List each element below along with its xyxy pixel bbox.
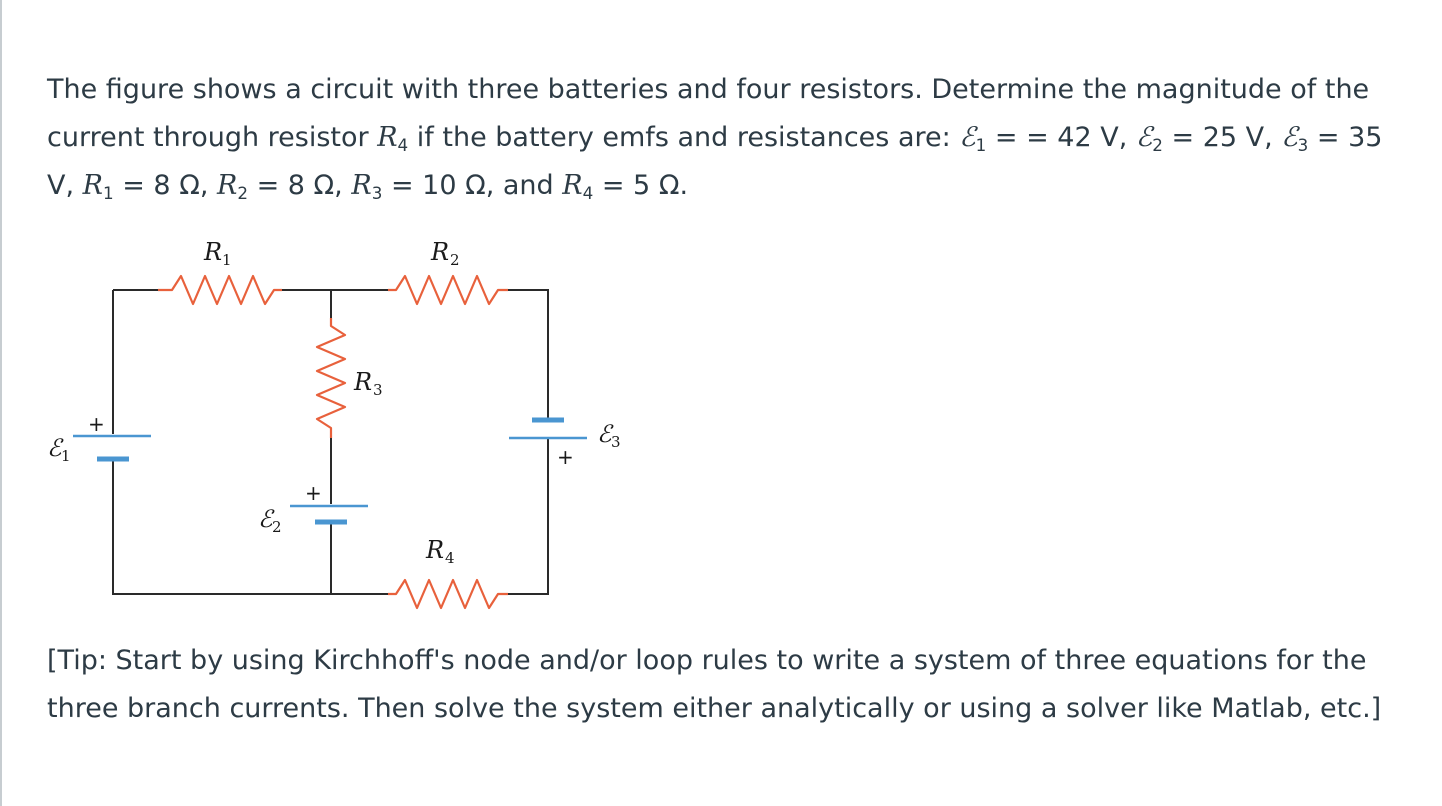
e3-symbol: ℰ: [1281, 122, 1298, 153]
label-e1-sub: 1: [61, 447, 71, 465]
resistor-r2: [388, 274, 508, 306]
r3-subscript: 3: [371, 183, 383, 204]
label-e2: ℰ: [258, 505, 275, 533]
plus-e2: +: [305, 481, 322, 505]
label-r2-sub: 2: [450, 251, 460, 269]
r2-symbol: R: [217, 170, 238, 201]
plus-e1: +: [88, 412, 105, 436]
e2-subscript: 2: [1152, 135, 1163, 156]
tip-paragraph: [Tip: Start by using Kirchhoff's node an…: [47, 645, 1382, 724]
label-r2: R: [430, 238, 449, 266]
question-text: The figure shows a circuit with three ba…: [47, 66, 1417, 210]
resistor-r3: [315, 318, 347, 438]
wire-left-lower: [112, 460, 388, 595]
label-e2-sub: 2: [272, 518, 282, 536]
e3-subscript: 3: [1297, 135, 1309, 156]
r2-subscript: 2: [237, 183, 248, 204]
label-e1: ℰ: [47, 434, 64, 462]
r1-value: = 8 Ω,: [113, 170, 217, 201]
label-r3-sub: 3: [373, 381, 383, 399]
label-e3: ℰ: [597, 420, 614, 448]
label-r4-sub: 4: [445, 549, 455, 567]
r4-symbol: R: [377, 122, 398, 153]
r4-value: = 5 Ω.: [593, 170, 689, 201]
e1-subscript: 1: [975, 135, 987, 156]
question-mid: if the battery emfs and resistances are:: [408, 122, 960, 153]
resistor-r4: [388, 578, 508, 610]
r3-value: = 10 Ω, and: [382, 170, 563, 201]
wire-right-lower: [508, 438, 549, 595]
label-r1: R: [203, 238, 222, 266]
r1-symbol: R: [82, 170, 103, 201]
e3-value: = 35 V,: [47, 122, 1383, 201]
r2-value: = 8 Ω,: [248, 170, 352, 201]
label-r4: R: [425, 536, 444, 564]
content-left-border: [0, 0, 2, 806]
r4-value-subscript: 4: [582, 183, 594, 204]
r4-value-symbol: R: [562, 170, 583, 201]
label-e3-sub: 3: [611, 433, 621, 451]
plus-e3: +: [557, 445, 574, 469]
r4-subscript: 4: [397, 135, 409, 156]
e2-value: = 25 V,: [1162, 122, 1282, 153]
question-intro: The figure shows a circuit with three ba…: [47, 74, 1370, 153]
e1-value: = = 42 V,: [986, 122, 1136, 153]
label-r3: R: [353, 368, 372, 396]
e1-symbol: ℰ: [959, 122, 976, 153]
resistor-r1: [158, 274, 282, 306]
wire-top-right: [508, 289, 549, 420]
tip-text: [Tip: Start by using Kirchhoff's node an…: [47, 637, 1417, 733]
r3-symbol: R: [351, 170, 372, 201]
e2-symbol: ℰ: [1135, 122, 1153, 153]
r1-subscript: 1: [102, 183, 114, 204]
label-r1-sub: 1: [222, 251, 232, 269]
